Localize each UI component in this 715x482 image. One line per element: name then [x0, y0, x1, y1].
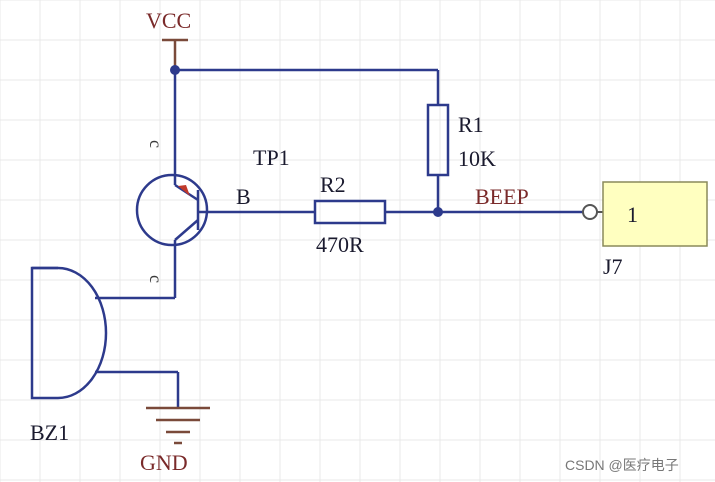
transistor-name: TP1 [253, 145, 290, 170]
r2-value: 470R [316, 232, 364, 257]
collector-label: c [146, 140, 166, 148]
resistor-r1 [426, 103, 450, 177]
buzzer-body [30, 266, 108, 400]
r1-value: 10K [458, 146, 496, 171]
transistor-body [135, 173, 209, 247]
buzzer-bz1 [30, 266, 108, 400]
vcc-symbol: VCC [146, 8, 191, 70]
connector-name: J7 [603, 254, 623, 279]
emitter-label: c [146, 275, 166, 283]
transistor-emitter-lead [174, 219, 199, 241]
gnd-symbol [146, 406, 210, 445]
connector-pin-number: 1 [627, 202, 638, 227]
base-label: B [236, 184, 251, 209]
junction-vcc [170, 65, 180, 75]
transistor-arrow [178, 185, 190, 196]
connector-pin-circle [582, 204, 598, 220]
net-beep-label: BEEP [475, 184, 529, 209]
r1-name: R1 [458, 112, 484, 137]
transistor-tp1: c c [135, 140, 209, 283]
connector-j7 [602, 181, 708, 247]
buzzer-name: BZ1 [30, 420, 69, 445]
r2-name: R2 [320, 172, 346, 197]
vcc-label: VCC [146, 8, 191, 33]
resistor-r2 [313, 199, 387, 225]
gnd-label: GND [140, 450, 188, 475]
watermark: CSDN @医疗电子 [565, 457, 679, 473]
